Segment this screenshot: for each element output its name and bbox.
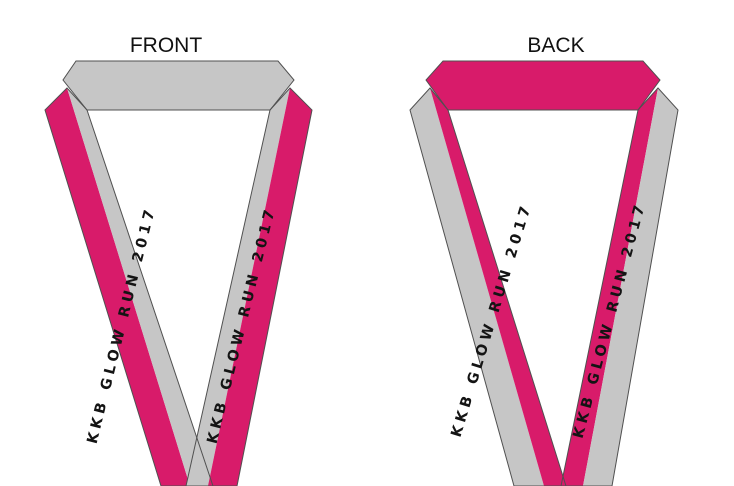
back-left-strap-grey-stripe (410, 88, 544, 486)
front-left-strap-pink-stripe (45, 88, 190, 486)
front-left-strap-grey-stripe (67, 88, 213, 486)
front-lanyard: KKB GLOW RUN 2017 KKB GLOW RUN 2017 (44, 60, 313, 486)
back-right-strap-outline (560, 87, 679, 486)
front-right-strap (186, 88, 312, 486)
front-view-label: FRONT (130, 34, 202, 57)
back-left-strap-outline (409, 87, 567, 486)
back-right-strap-grey-stripe (583, 88, 678, 486)
front-right-strap-outline (185, 87, 313, 486)
front-neck-band (63, 61, 294, 110)
front-neck-band-outline (62, 60, 295, 111)
back-right-strap-pink-stripe (561, 88, 658, 486)
front-right-strap-pink-stripe (208, 88, 312, 486)
back-neck-band (426, 61, 660, 110)
back-view-label: BACK (527, 34, 584, 57)
back-lanyard: KKB GLOW RUN 2017 KKB GLOW RUN 2017 (409, 60, 679, 486)
front-left-strap (45, 88, 213, 486)
back-left-strap-pink-stripe (430, 88, 566, 486)
back-neck-band-outline (425, 60, 661, 111)
back-right-strap (561, 88, 678, 486)
back-left-strap (410, 88, 566, 486)
front-right-strap-grey-stripe (186, 88, 290, 486)
front-left-strap-outline (44, 87, 214, 486)
